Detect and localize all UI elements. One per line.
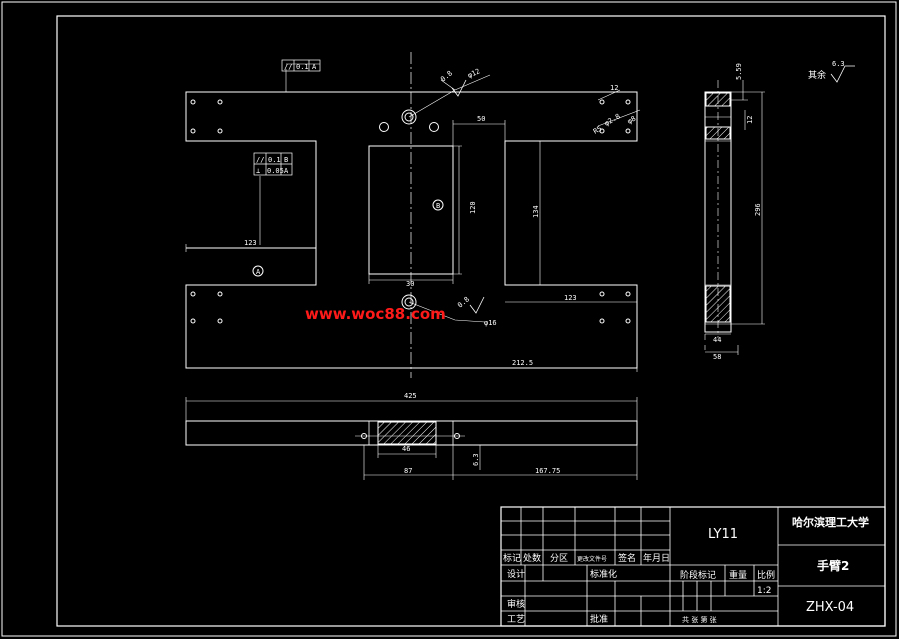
roughness-general-label: 其余 (808, 69, 826, 81)
dim-r5: R5 (592, 125, 603, 136)
tb-process: 工艺 (507, 614, 525, 625)
dimension-texts: 50 120 134 123 123 30 212.5 425 46 87 16… (244, 63, 762, 475)
tol-row2-sym: ⊥ (256, 167, 260, 175)
dim-phi16: φ16 (484, 319, 497, 327)
tb-design: 设计 (507, 568, 525, 580)
tol-row1-ref: B (284, 156, 288, 164)
side-dim-lines (704, 80, 765, 355)
datum-b-label: B (436, 202, 440, 210)
plan-outline (185, 91, 638, 369)
tb-sheets: 共 张 第 张 (682, 615, 717, 624)
dim-296: 296 (754, 203, 762, 216)
front-view (185, 397, 638, 480)
tb-h-doc: 更改文件号 (577, 555, 607, 563)
tb-h-sign: 签名 (618, 552, 636, 564)
dim-212-5: 212.5 (512, 359, 533, 367)
tb-review: 审核 (507, 598, 525, 610)
dim-123-right: 123 (564, 294, 577, 302)
hole-left-top (379, 122, 389, 132)
dim-5-59: 5.59 (735, 63, 743, 80)
watermark: www.woc88.com (305, 305, 446, 323)
roughness-mid: 0.8 (456, 295, 471, 309)
hole-big-top (401, 109, 417, 125)
dim-425: 425 (404, 392, 417, 400)
dim-30: 30 (406, 280, 414, 288)
tb-drawing-no: ZHX-04 (806, 600, 854, 615)
dim-58: 58 (713, 353, 721, 361)
dim-123-left: 123 (244, 239, 257, 247)
roughness-general-value: 6.3 (832, 60, 845, 68)
tol-top-val: 0.1 (296, 63, 309, 71)
tb-scale: 1:2 (757, 586, 771, 596)
title-block (500, 506, 886, 627)
tb-standard: 标准化 (590, 568, 617, 580)
tol-row2-ref: A (284, 167, 289, 175)
title-block-texts: LY11 哈尔滨理工大学 手臂2 ZHX-04 标记 处数 分区 更改文件号 签… (503, 515, 869, 625)
tb-weight: 重量 (729, 569, 747, 581)
dim-50: 50 (477, 115, 485, 123)
hole-big-bottom (401, 294, 417, 310)
tb-part-name: 手臂2 (817, 558, 849, 573)
front-dim-lines (185, 397, 638, 480)
dim-phi12: φ12 (466, 67, 481, 80)
small-holes (190, 99, 631, 324)
annotation-texts: 0.8 0.8 其余 6.3 // 0.1 A // 0.1 B ⊥ 0.05 … (256, 60, 845, 310)
plan-view (185, 52, 641, 378)
datum-b-circle (432, 199, 444, 211)
side-view (704, 80, 765, 355)
tol-row1-val: 0.1 (268, 156, 281, 164)
tb-stage: 阶段标记 (680, 569, 716, 581)
tb-h-count: 处数 (523, 552, 541, 564)
front-outline (185, 420, 638, 446)
roughness-symbols (451, 65, 855, 314)
tol-row1-sym: // (256, 156, 264, 164)
dim-12-side: 12 (746, 116, 754, 124)
tb-university: 哈尔滨理工大学 (792, 515, 869, 529)
dim-phi8: φ8 (626, 115, 637, 126)
hole-big-bottom-inner (404, 297, 414, 307)
datum-a-circle (252, 265, 264, 277)
dim-44: 44 (713, 336, 721, 344)
dim-12-top: 12 (610, 84, 618, 92)
front-hatch (377, 421, 437, 445)
tol-row2-val: 0.05 (267, 167, 284, 175)
tb-scale-label: 比例 (757, 569, 775, 581)
roughness-top: 0.8 (439, 69, 454, 83)
tb-h-zone: 分区 (550, 553, 568, 564)
dim-phi2-8: φ2.8 (603, 112, 622, 127)
hole-right-top (429, 122, 439, 132)
inner-frame (56, 15, 886, 627)
dim-46: 46 (402, 445, 410, 453)
dim-120: 120 (469, 201, 477, 214)
datum-a-label: A (256, 268, 261, 276)
dim-167-75: 167.75 (535, 467, 560, 475)
dim-87: 87 (404, 467, 412, 475)
leader-lines (259, 63, 641, 323)
dim-lines (185, 120, 638, 372)
hole-big-top-inner (404, 112, 414, 122)
dim-134: 134 (532, 205, 540, 218)
tb-h-date: 年月日 (643, 552, 670, 564)
tb-h-mark: 标记 (503, 552, 521, 564)
tol-top-sym: // (284, 63, 292, 71)
tol-top-ref: A (312, 63, 317, 71)
tolerance-frames (253, 59, 321, 176)
tb-approve: 批准 (590, 613, 608, 625)
tb-material: LY11 (708, 527, 738, 542)
dim-6-3: 6.3 (472, 453, 480, 466)
